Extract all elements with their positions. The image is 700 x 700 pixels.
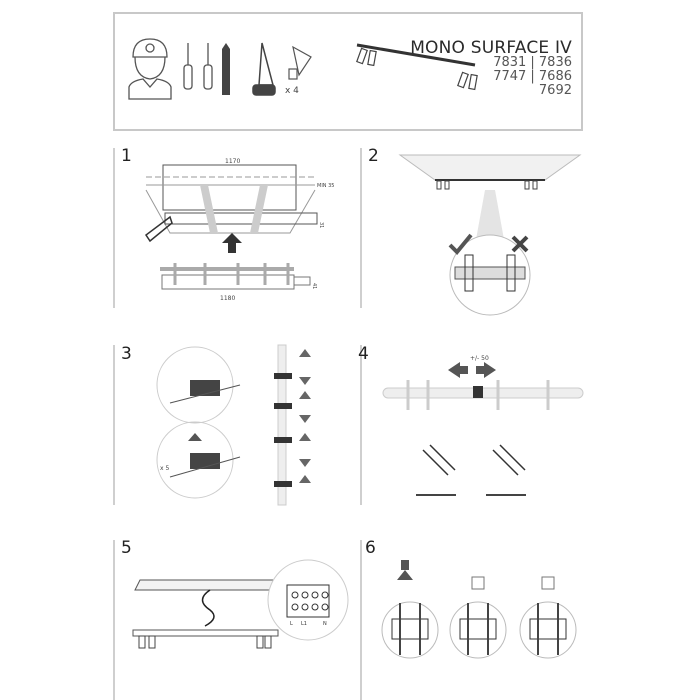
codes-row: 7747 | 7686 [493, 69, 572, 84]
divider [360, 148, 362, 308]
divider [360, 540, 362, 700]
left-right-arrow-icon [448, 362, 496, 378]
saw-icon [252, 42, 276, 96]
step-number: 5 [121, 538, 132, 558]
bulb-icon [288, 45, 312, 80]
divider [360, 345, 362, 505]
track-fixture-icon [356, 43, 476, 67]
step5-diagram: L L1 N [132, 559, 349, 649]
dim-bottom-width: 1180 [220, 295, 235, 302]
step-number: 2 [368, 146, 379, 166]
step-number: 1 [121, 146, 132, 166]
step3-diagram: x 5 [156, 344, 311, 506]
step-number: 4 [358, 344, 369, 364]
dim-min-depth: MIN 35 [317, 183, 334, 189]
divider [113, 345, 115, 505]
terminal-block [267, 559, 349, 641]
product-title: MONO SURFACE IV [410, 38, 572, 58]
codes-row: 7831 | 7836 [493, 55, 572, 70]
adjust-label: +/- 50 [470, 355, 489, 362]
step4-diagram: +/- 50 [382, 355, 584, 496]
bulb-count: x 4 [285, 86, 299, 96]
pencil-icon [222, 43, 230, 95]
step-number: 3 [121, 344, 132, 364]
electrician-icon [128, 38, 172, 100]
cross-icon [511, 235, 529, 253]
step6-diagram [381, 560, 577, 659]
product-codes: 7831 | 7836 7747 | 7686 7692 [493, 56, 572, 98]
check-icon [448, 233, 473, 255]
divider [113, 148, 115, 308]
saw-icon [144, 215, 173, 243]
dim-body-height: 41 [311, 283, 317, 289]
step-number: 6 [365, 538, 376, 558]
down-arrow-icon [397, 570, 413, 580]
terminal-label: N [323, 621, 327, 627]
codes-row: 7692 [538, 83, 572, 98]
dim-top-width: 1170 [225, 158, 240, 165]
dim-cut-height: 31 [318, 222, 324, 228]
step1-diagram: 1170 MIN 35 31 1180 41 [144, 158, 334, 302]
up-arrow-icon [222, 233, 242, 253]
tools-illustration: x 4 [128, 38, 478, 100]
divider [113, 540, 115, 700]
terminal-label: L [290, 621, 293, 627]
step2-diagram [398, 154, 582, 316]
down-arrow-icon [188, 433, 202, 441]
terminal-label: L1 [301, 621, 307, 627]
step3-count: x 5 [160, 465, 169, 472]
header-panel [113, 12, 583, 131]
screwdriver-icon [183, 43, 213, 90]
